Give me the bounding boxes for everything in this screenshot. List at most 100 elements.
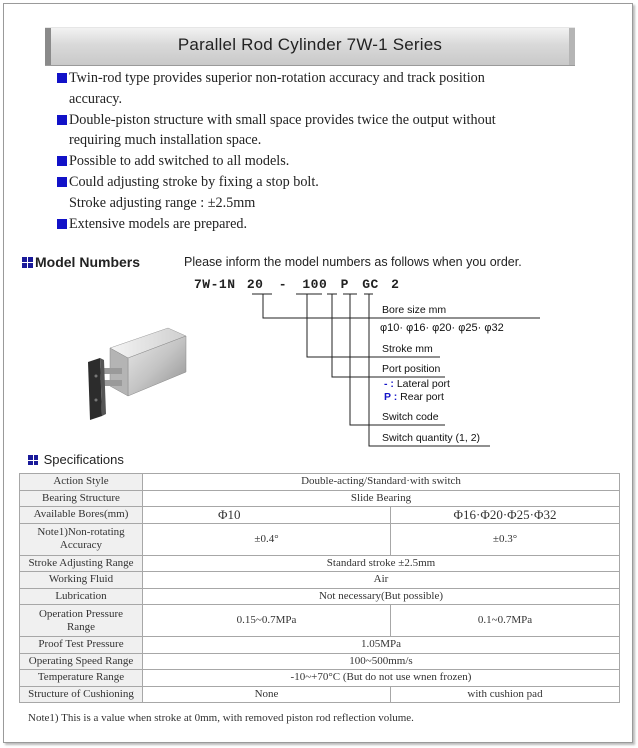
- bullet-square-icon: [57, 177, 67, 187]
- table-row: Proof Test Pressure 1.05MPa: [19, 636, 620, 654]
- table-row: Action Style Double-acting/Standard·with…: [19, 473, 620, 491]
- feature-list: Twin-rod type provides superior non-rota…: [56, 68, 576, 235]
- row-label: Action Style: [19, 473, 143, 491]
- bullet-square-icon: [57, 218, 67, 229]
- row-value: Standard stroke ±2.5mm: [142, 554, 620, 572]
- model-numbers-heading: Model Numbers: [22, 254, 140, 270]
- row-label: Note1)Non-rotating Accuracy: [19, 522, 143, 556]
- table-row: Structure of Cushioning None with cushio…: [19, 685, 620, 703]
- row-value: Not necessary(But possible): [142, 587, 620, 605]
- code-dash: -: [278, 277, 288, 292]
- switch-code-label: Switch code: [382, 411, 439, 423]
- row-label: Structure of Cushioning: [19, 685, 143, 703]
- row-value: Double-acting/Standard·with switch: [142, 473, 620, 491]
- row-label: Temperature Range: [19, 669, 143, 687]
- row-label: Lubrication: [19, 587, 143, 605]
- switch-quantity-label: Switch quantity (1, 2): [382, 432, 481, 444]
- row-label: Bearing Structure: [19, 489, 143, 507]
- bullet-square-icon: [57, 73, 67, 83]
- stroke-label: Stroke mm: [382, 343, 433, 355]
- model-code: 7W-1N 20 - 100 P GC 2: [194, 277, 399, 292]
- banner-right-edge: [569, 28, 575, 65]
- bullet-square-icon: [57, 156, 67, 166]
- table-row: Note1)Non-rotating Accuracy ±0.4° ±0.3°: [19, 522, 620, 556]
- row-label: Proof Test Pressure: [19, 636, 143, 654]
- specifications-heading: Specifications: [28, 452, 124, 467]
- port-rear-row: P : Rear port: [384, 391, 444, 403]
- model-numbers-title: Model Numbers: [35, 254, 141, 270]
- row-value: Φ16·Φ20·Φ25·Φ32: [390, 506, 620, 524]
- code-switch: GC: [362, 277, 379, 292]
- row-label: Stroke Adjusting Range: [19, 554, 143, 572]
- switch-leader: [349, 294, 377, 426]
- port-lateral-row: - : Lateral port: [384, 378, 450, 390]
- row-value: ±0.3°: [390, 522, 620, 556]
- grid-bullet-icon: [28, 455, 38, 465]
- table-row: Lubrication Not necessary(But possible): [19, 587, 620, 605]
- feature-item: Could adjusting stroke by fixing a stop …: [56, 172, 576, 213]
- code-qty: 2: [391, 277, 400, 292]
- banner-left-edge: [45, 28, 51, 65]
- bore-size-label: Bore size mm: [382, 304, 447, 316]
- specifications-table: Action Style Double-acting/Standard·with…: [19, 473, 620, 703]
- port-position-label: Port position: [382, 363, 441, 375]
- feature-item: Possible to add switched to all models.: [56, 151, 576, 172]
- table-row: Operation Pressure Range 0.15~0.7MPa 0.1…: [19, 604, 620, 637]
- row-value: Slide Bearing: [142, 489, 620, 507]
- feature-line: Possible to add switched to all models.: [69, 153, 290, 169]
- row-label-line: Operation Pressure: [38, 607, 123, 620]
- bore-size-values: φ10· φ16· φ20· φ25· φ32: [380, 322, 504, 334]
- row-value: None: [142, 685, 391, 703]
- row-value: 0.1~0.7MPa: [390, 604, 620, 637]
- feature-item: Double-piston structure with small space…: [56, 110, 576, 151]
- bore-leader: [262, 294, 377, 319]
- page-title: Parallel Rod Cylinder 7W-1 Series: [177, 35, 443, 54]
- row-label-line: Range: [66, 620, 96, 633]
- bullet-square-icon: [57, 114, 67, 125]
- row-value: Air: [142, 571, 620, 589]
- row-label: Operation Pressure Range: [19, 604, 143, 637]
- row-label: Available Bores(mm): [19, 506, 143, 524]
- specifications-title: Specifications: [43, 452, 124, 467]
- port-leader: [331, 294, 377, 378]
- title-banner: Parallel Rod Cylinder 7W-1 Series: [45, 27, 575, 66]
- grid-bullet-icon: [22, 257, 33, 268]
- footnote: Note1) This is a value when stroke at 0m…: [28, 712, 414, 724]
- port-lateral-text: Lateral port: [396, 378, 450, 390]
- cylinder-product-image: [88, 327, 187, 420]
- row-value: 1.05MPa: [142, 636, 620, 654]
- port-rear-text: Rear port: [400, 391, 444, 403]
- model-code-diagram: [252, 293, 540, 447]
- feature-line: Extensive models are prepared.: [69, 215, 248, 232]
- feature-line: Twin-rod type provides superior non-rota…: [69, 70, 485, 86]
- row-label-line: Accuracy: [59, 539, 103, 551]
- table-row: Operating Speed Range 100~500mm/s: [19, 652, 620, 670]
- code-stroke: 100: [302, 277, 328, 292]
- feature-item: Twin-rod type provides superior non-rota…: [56, 68, 576, 109]
- stroke-leader: [306, 294, 377, 358]
- feature-line: accuracy.: [69, 90, 123, 107]
- row-value: Φ10: [142, 506, 391, 524]
- row-value: 0.15~0.7MPa: [142, 604, 391, 637]
- feature-line: Double-piston structure with small space…: [69, 111, 496, 128]
- port-lateral-key: - :: [384, 378, 394, 390]
- row-value: -10~+70°C (But do not use wnen frozen): [142, 669, 620, 687]
- table-row: Working Fluid Air: [19, 571, 620, 589]
- feature-line: Stroke adjusting range : ±2.5mm: [69, 194, 256, 211]
- table-row: Stroke Adjusting Range Standard stroke ±…: [19, 554, 620, 572]
- feature-item: Extensive models are prepared.: [56, 214, 576, 235]
- feature-line: requiring much installation space.: [69, 132, 262, 148]
- table-row: Bearing Structure Slide Bearing: [19, 489, 620, 507]
- code-port: P: [340, 277, 349, 292]
- row-label-line: Note1)Non-rotating: [37, 526, 125, 538]
- row-value: ±0.4°: [142, 522, 391, 556]
- row-label: Working Fluid: [19, 571, 143, 589]
- port-rear-key: P :: [384, 391, 398, 403]
- row-value: with cushion pad: [390, 685, 620, 703]
- model-numbers-description: Please inform the model numbers as follo…: [184, 255, 522, 269]
- qty-leader: [368, 294, 377, 447]
- row-label: Operating Speed Range: [19, 652, 143, 670]
- table-row: Available Bores(mm) Φ10 Φ16·Φ20·Φ25·Φ32: [19, 506, 620, 524]
- feature-line: Could adjusting stroke by fixing a stop …: [69, 174, 319, 190]
- table-row: Temperature Range -10~+70°C (But do not …: [19, 669, 620, 687]
